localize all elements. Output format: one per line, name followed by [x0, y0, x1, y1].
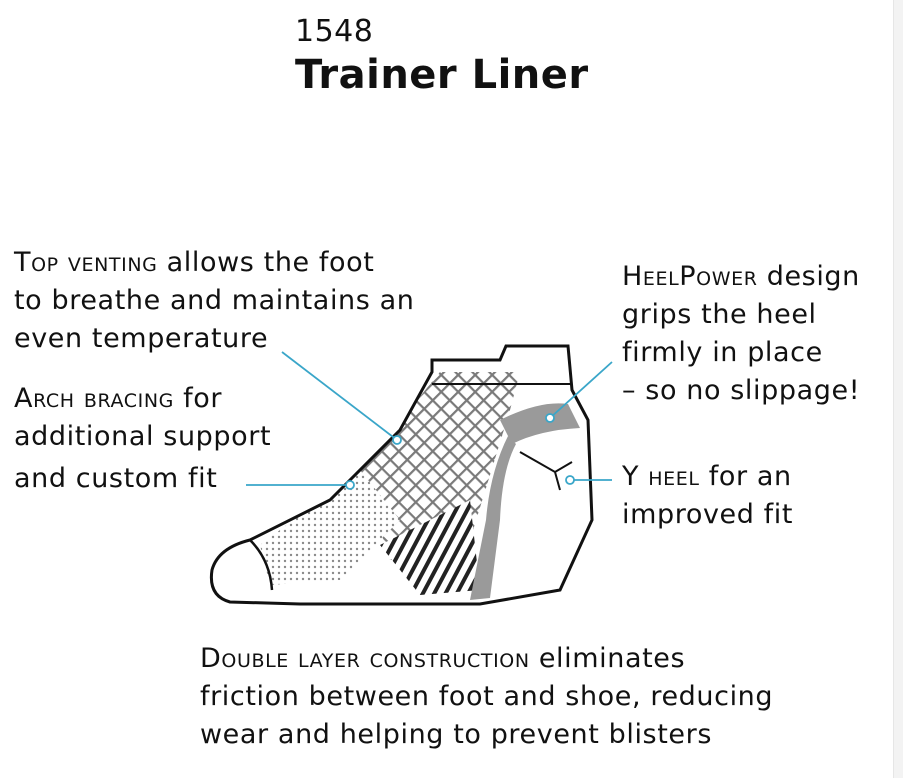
callout-text: even temperature	[14, 323, 269, 354]
callout-text: design	[757, 261, 860, 292]
model-number: 1548	[295, 14, 374, 49]
scrollbar-gutter	[893, 0, 903, 778]
callout-text: eliminates	[529, 643, 686, 674]
callout-text: allows the foot	[157, 247, 375, 278]
callout-text: – so no slippage!	[622, 375, 861, 406]
term-y-heel: Y heel	[622, 461, 700, 492]
leader-lines	[246, 351, 613, 486]
callout-text: friction between foot and shoe, reducing	[200, 681, 774, 712]
term-top-venting: Top venting	[14, 247, 158, 278]
leader-dots	[345, 413, 575, 490]
callout-text: additional support	[14, 421, 272, 452]
callout-heelpower: HeelPower design grips the heel firmly i…	[622, 258, 887, 410]
term-arch-bracing: Arch bracing	[14, 383, 174, 414]
sock-fill	[211, 346, 592, 604]
callout-arch-bracing: Arch bracing for additional support and …	[14, 380, 314, 498]
leader-top-venting	[281, 351, 398, 441]
callout-y-heel: Y heel for an improved fit	[622, 458, 887, 534]
term-heelpower: HeelPower	[622, 261, 758, 292]
sock-outline	[209, 344, 594, 606]
callout-text: improved fit	[622, 499, 794, 530]
callout-top-venting: Top venting allows the foot to breathe a…	[14, 244, 434, 358]
callout-text: for an	[699, 461, 792, 492]
callout-text: and custom fit	[14, 463, 218, 494]
toe-seam	[249, 539, 274, 591]
callout-text: for	[174, 383, 223, 414]
leader-heelpower	[549, 361, 613, 419]
y-heel-seam	[519, 451, 573, 491]
callout-text: wear and helping to prevent blisters	[200, 719, 712, 750]
callout-text: grips the heel	[622, 299, 817, 330]
callout-text: firmly in place	[622, 337, 823, 368]
callout-text: to breathe and maintains an	[14, 285, 415, 316]
callout-double-layer: Double layer construction eliminates fri…	[200, 640, 840, 754]
title-block: 1548 Trainer Liner	[295, 14, 589, 98]
product-name: Trainer Liner	[295, 52, 589, 98]
term-double-layer: Double layer construction	[200, 643, 530, 674]
